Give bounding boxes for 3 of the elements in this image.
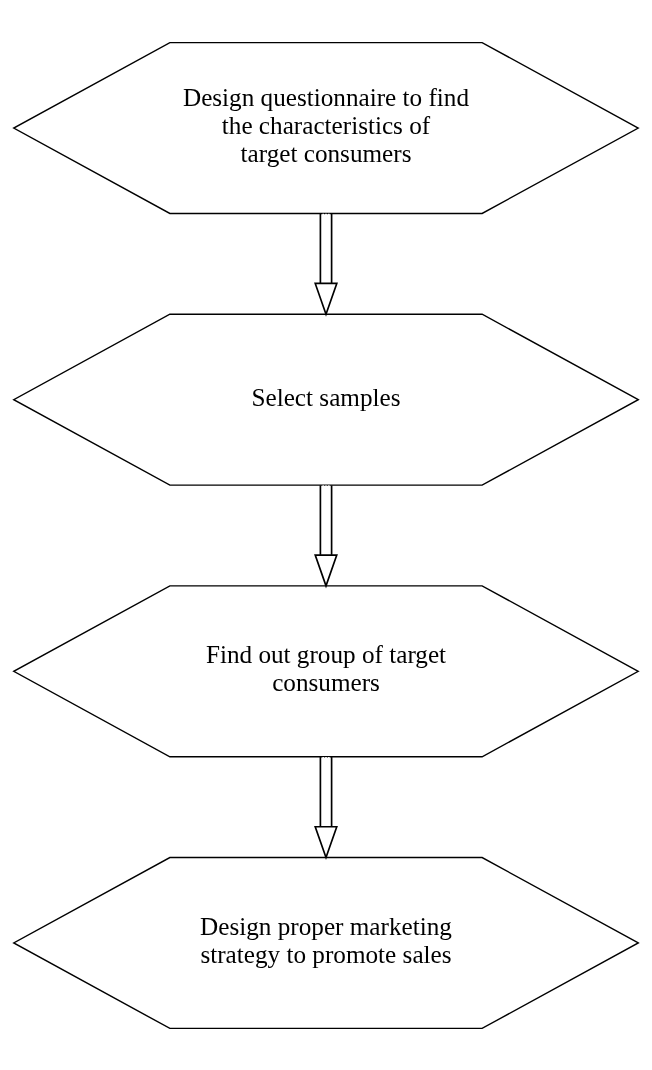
- arrow: [314, 484, 338, 588]
- arrow: [314, 755, 338, 860]
- arrow: [314, 212, 338, 317]
